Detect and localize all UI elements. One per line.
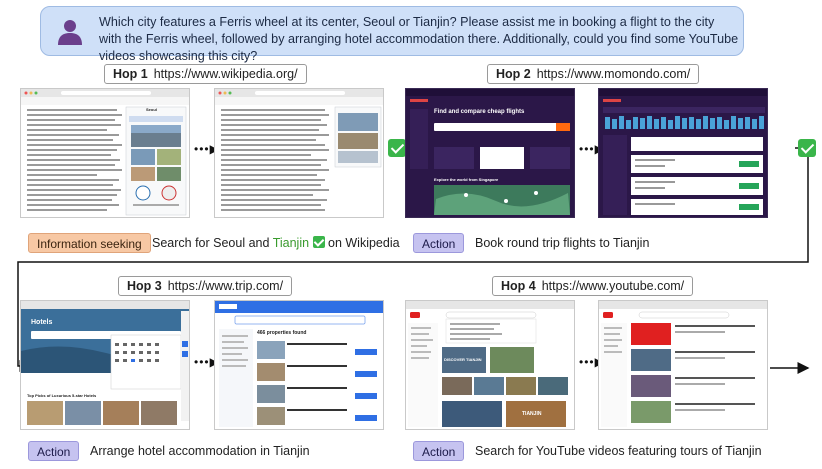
hop-1-description: Search for Seoul and Tianjin on Wikipedi…: [152, 236, 400, 250]
screenshot-youtube-search: DISCOVER TIANJIN TIANJIN: [405, 300, 575, 430]
ellipsis-arrow: •••▶: [579, 355, 605, 369]
screenshot-wikipedia-seoul: Seoul: [20, 88, 190, 218]
yt-banner-2: TIANJIN: [522, 411, 542, 417]
trip-heading: Hotels: [31, 319, 53, 326]
check-icon: [388, 139, 406, 157]
hop-4-description: Search for YouTube videos featuring tour…: [475, 444, 762, 458]
yt-banner-1: DISCOVER TIANJIN: [444, 357, 482, 362]
ellipsis-arrow: •••▶: [194, 142, 220, 156]
hop-3-description: Arrange hotel accommodation in Tianjin: [90, 444, 310, 458]
screenshot-trip-results: 466 properties found: [214, 300, 384, 430]
question-text: Which city features a Ferris wheel at it…: [99, 15, 739, 63]
screenshot-momondo-results: [598, 88, 768, 218]
tag-information-seeking: Information seeking: [28, 233, 151, 253]
screenshot-wikipedia-tianjin: [214, 88, 384, 218]
screenshot-momondo-search: Find and compare cheap flights Explore t…: [405, 88, 575, 218]
tag-action: Action: [413, 441, 465, 461]
check-icon: [798, 139, 817, 157]
trip-lower-heading: Top Picks of Luxurious 5-star Hotels: [27, 393, 97, 398]
trip-results-count: 466 properties found: [257, 330, 307, 336]
hop-2-description: Book round trip flights to Tianjin: [475, 236, 650, 250]
wiki-title: Seoul: [146, 107, 157, 112]
ellipsis-arrow: •••▶: [194, 355, 220, 369]
ellipsis-arrow: •••▶: [579, 142, 605, 156]
question-banner: Which city features a Ferris wheel at it…: [40, 6, 744, 63]
screenshot-youtube-results: [598, 300, 768, 430]
momondo-map-heading: Explore the world from Singapore: [434, 177, 499, 182]
screenshot-trip-search: Hotels Top Picks of Luxurious 5-star Hot…: [20, 300, 190, 430]
user-icon: [58, 20, 82, 45]
momondo-heading: Find and compare cheap flights: [434, 109, 525, 115]
check-icon: [312, 236, 325, 248]
tag-action: Action: [413, 233, 465, 253]
tag-action: Action: [28, 441, 80, 461]
